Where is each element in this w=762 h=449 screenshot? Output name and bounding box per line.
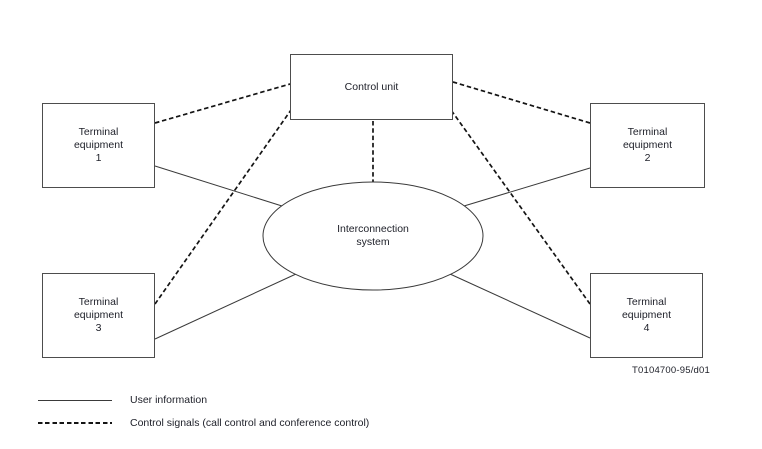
- legend-row-control-signals: Control signals (call control and confer…: [38, 414, 458, 432]
- node-terminal-equipment-1: Terminal equipment 1: [42, 103, 155, 188]
- legend-row-user-information: User information: [38, 391, 458, 409]
- legend-label-user-information: User information: [130, 394, 208, 406]
- node-control-unit-label: Control unit: [344, 80, 399, 93]
- node-terminal-equipment-3: Terminal equipment 3: [42, 273, 155, 358]
- solid-line-swatch: [38, 399, 112, 401]
- edge-terminal2-interconnection-solid: [463, 167, 591, 207]
- legend-label-control-signals: Control signals (call control and confer…: [130, 417, 370, 429]
- node-terminal-equipment-3-label: Terminal equipment 3: [73, 296, 124, 334]
- node-terminal-equipment-1-label: Terminal equipment 1: [73, 126, 124, 164]
- figure-id: T0104700-95/d01: [631, 365, 710, 376]
- edge-terminal4-control-dashed: [450, 109, 591, 305]
- edge-terminal2-control-dashed: [452, 81, 591, 124]
- edge-terminal1-interconnection-solid: [154, 165, 283, 207]
- node-terminal-equipment-4-label: Terminal equipment 4: [621, 296, 672, 334]
- edge-terminal3-interconnection-solid: [154, 273, 297, 340]
- edge-terminal1-control-dashed: [154, 83, 291, 124]
- interconnection-system-ellipse: [262, 181, 484, 291]
- node-terminal-equipment-2-label: Terminal equipment 2: [622, 126, 673, 164]
- dashed-line-swatch: [38, 422, 112, 424]
- node-terminal-equipment-2: Terminal equipment 2: [590, 103, 705, 188]
- edge-terminal3-control-dashed: [154, 109, 292, 305]
- node-control-unit: Control unit: [290, 54, 453, 120]
- edge-terminal4-interconnection-solid: [449, 273, 591, 339]
- node-terminal-equipment-4: Terminal equipment 4: [590, 273, 703, 358]
- legend: User information Control signals (call c…: [38, 391, 458, 437]
